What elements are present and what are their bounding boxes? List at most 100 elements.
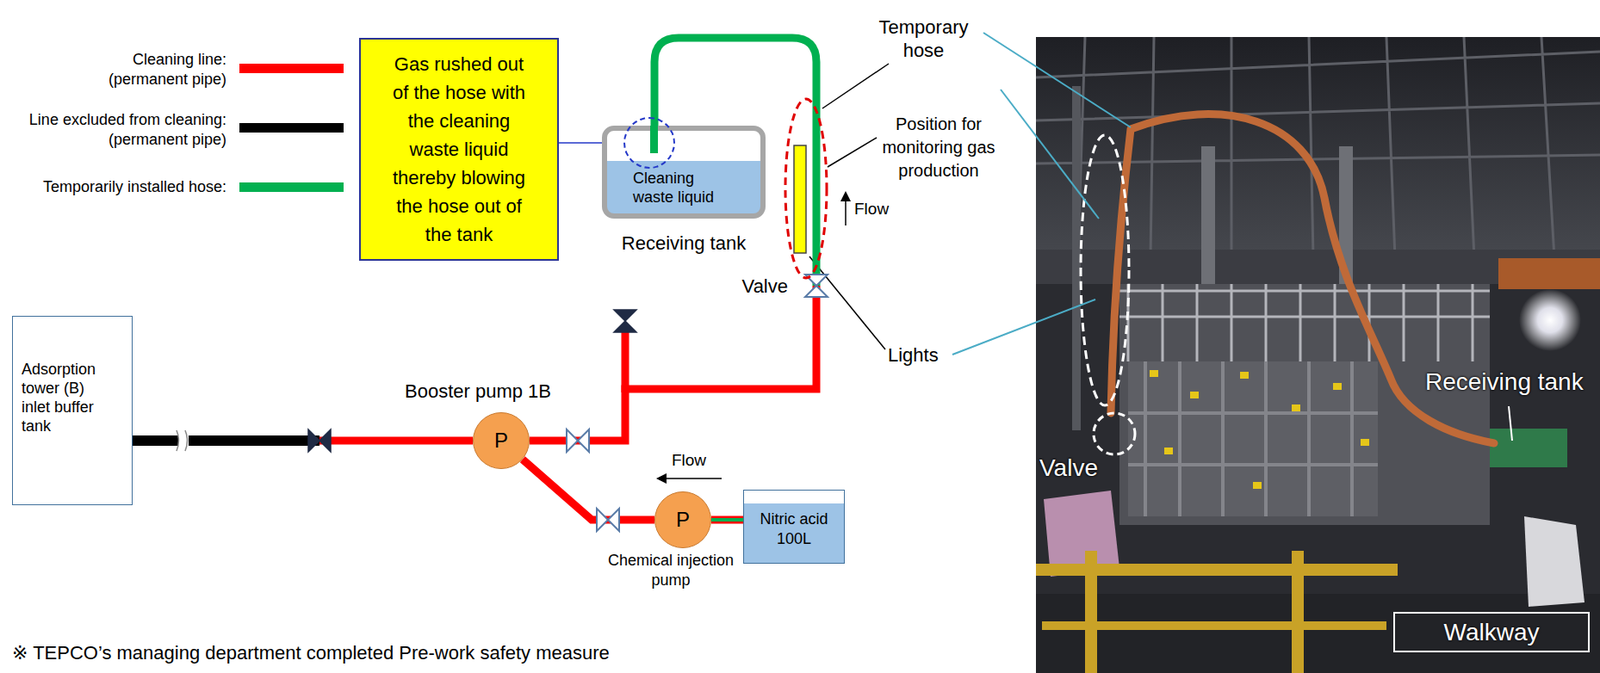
chemical-tank: Nitric acid 100L: [743, 489, 845, 565]
ceiling-light: [1519, 289, 1582, 352]
closed-valve-symbol: [613, 310, 637, 333]
tank-name: Adsorption tower (B) inlet buffer tank: [21, 359, 112, 436]
legend-text: Cleaning line: (permanent pipe): [97, 49, 227, 90]
railing: [1119, 284, 1490, 362]
legend-swatch: [239, 182, 344, 193]
legend-swatch: [239, 123, 344, 133]
pump-letter: P: [494, 428, 509, 453]
liquid-label: Cleaning waste liquid: [632, 168, 720, 207]
pointer-line: [983, 32, 1131, 128]
flow-arrow: [656, 473, 722, 484]
building-column: [1072, 86, 1081, 431]
equipment-panel: [1128, 361, 1378, 517]
yellow-barrier: [1035, 551, 1398, 673]
building-column: [1201, 146, 1216, 285]
valve-tag: [1333, 383, 1342, 391]
leader-line: [827, 137, 877, 168]
valve-tag: [1149, 370, 1159, 378]
barrier-post: [1085, 551, 1098, 673]
valve-tag: [1360, 439, 1370, 447]
leader-line: [809, 256, 886, 350]
valve-tag: [1240, 372, 1249, 379]
legend-swatch: [239, 63, 344, 74]
receiving-tank: Cleaning waste liquidReceiving tank: [601, 125, 766, 219]
flow-label: Flow: [854, 199, 906, 219]
valve-tag: [1291, 404, 1301, 412]
photo-label: Walkway: [1444, 619, 1540, 647]
pointer-line: [1000, 89, 1099, 219]
barrier-post: [1291, 551, 1304, 673]
valve-half: [566, 429, 578, 453]
valve-tag: [1252, 482, 1262, 490]
callout-text: Gas rushed out of the hose with the clea…: [388, 49, 531, 249]
callout-label: Position for monitoring gas production: [878, 112, 999, 183]
photo-receiving-tank: [1489, 428, 1568, 468]
pipe-connector: [522, 459, 655, 521]
valve-half: [308, 429, 320, 453]
floor: [1035, 594, 1600, 673]
orange-machine: [1498, 258, 1600, 290]
photo-pointer-lines: [952, 32, 1131, 355]
pipe-break-mark: [176, 430, 188, 452]
pump-circle: PChemical injection pump: [654, 491, 712, 549]
legend-text: Line excluded from cleaning: (permanent …: [19, 110, 227, 150]
flow-arrow: [840, 191, 851, 226]
pump-title: Chemical injection pump: [601, 551, 740, 591]
valve-symbol: [566, 429, 590, 453]
flow-arrow-shaft: [844, 199, 847, 226]
valve-half: [613, 310, 637, 322]
valve-half: [613, 321, 637, 333]
tank-title: Receiving tank: [576, 232, 792, 255]
pipe-line: [711, 518, 744, 522]
footnote: ※ TEPCO’s managing department completed …: [12, 642, 874, 665]
valve-half: [607, 508, 620, 532]
buffer-tank-box: Adsorption tower (B) inlet buffer tank: [12, 316, 133, 506]
valve-symbol: [596, 508, 620, 532]
pipe-line: [319, 437, 473, 446]
tank-name: Nitric acid 100L: [750, 509, 838, 550]
pipe-connector: [529, 37, 817, 441]
pipe-connector: [711, 520, 744, 521]
white-bag: [1524, 516, 1585, 608]
pump-letter: P: [675, 508, 690, 533]
equipment-skid: [1119, 284, 1490, 526]
flow-arrow-head: [840, 191, 851, 202]
flow-arrow-shaft: [664, 477, 722, 480]
valve-half: [577, 429, 590, 453]
pump-title: Booster pump 1B: [378, 380, 577, 404]
pointer-line: [952, 299, 1096, 355]
leader-line: [822, 63, 889, 109]
photo-valve-marker: [1093, 413, 1135, 455]
pipe-line: [558, 142, 602, 144]
valve-tag: [1164, 447, 1173, 455]
valve-tag: [1190, 391, 1199, 399]
pipe-line: [522, 459, 655, 521]
light-bar: [793, 145, 807, 254]
valve-half: [805, 285, 828, 298]
photo-leader: [1508, 406, 1513, 441]
pipe-connector: [558, 142, 602, 144]
callout-label: Temporary hose: [865, 15, 982, 63]
process-pipes: [1128, 361, 1378, 517]
valve-label: Valve: [727, 275, 788, 298]
photo-ground: [1035, 37, 1600, 673]
pipe-line: [132, 435, 320, 447]
pipe-line: [529, 285, 817, 441]
branch-pipe: [621, 327, 630, 393]
photo-label: Receiving tank: [1425, 368, 1598, 397]
valve-half: [596, 508, 608, 532]
callout-box: Gas rushed out of the hose with the clea…: [359, 37, 559, 261]
pipe-line: [711, 516, 744, 525]
photo-label: Valve: [1039, 454, 1117, 483]
callout-label: Lights: [887, 344, 957, 367]
monitoring-marker: [785, 99, 827, 279]
pump-circle: Booster pump 1BP: [472, 412, 530, 470]
site-photo: [1035, 37, 1600, 673]
closed-valve-symbol: [308, 429, 331, 453]
valve-tags: [1149, 370, 1370, 490]
legend-text: Temporarily installed hose:: [11, 177, 227, 198]
